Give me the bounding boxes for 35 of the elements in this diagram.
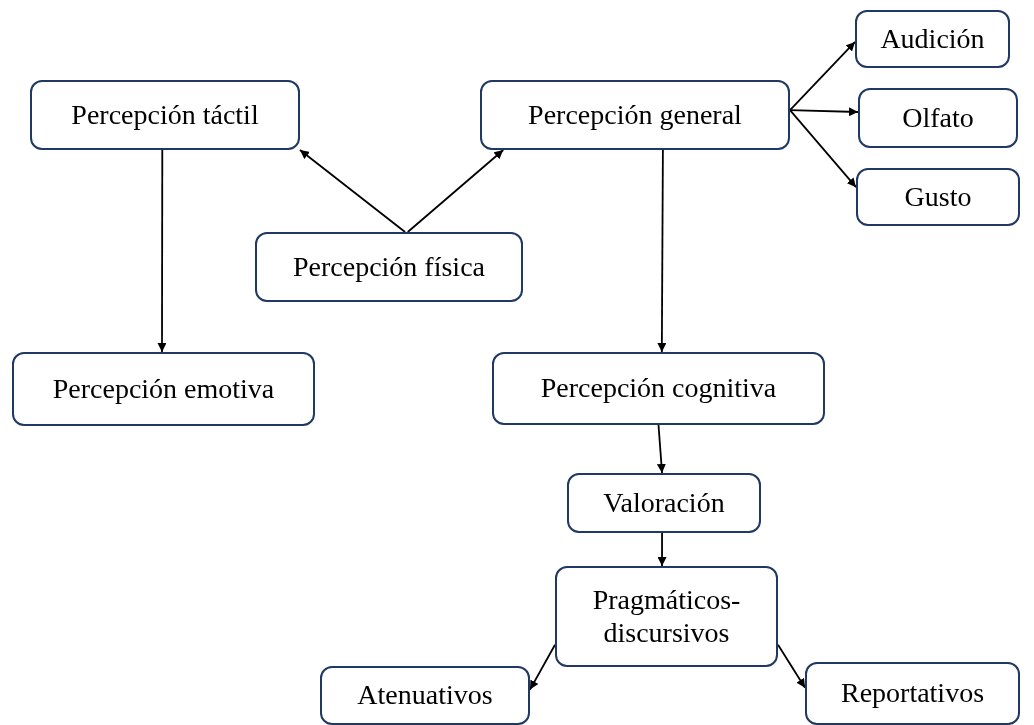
arrow bbox=[789, 107, 859, 117]
arrow bbox=[406, 149, 505, 233]
arrow bbox=[656, 424, 666, 474]
node-label: Gusto bbox=[904, 180, 972, 214]
concept-box bbox=[567, 473, 761, 533]
concept-box bbox=[480, 80, 790, 150]
node-label: Percepción táctil bbox=[71, 98, 259, 132]
concept-box bbox=[320, 666, 530, 725]
node-label: Reportativos bbox=[840, 677, 985, 710]
arrow bbox=[789, 109, 857, 189]
concept-box bbox=[855, 10, 1010, 68]
concept-box bbox=[30, 80, 300, 150]
node-label: Percepción cognitiva bbox=[540, 372, 777, 405]
node-label: Percepción física bbox=[293, 250, 485, 284]
node-label: Valoración bbox=[603, 486, 725, 520]
arrow bbox=[789, 41, 856, 111]
concept-box bbox=[856, 168, 1020, 226]
concept-box bbox=[805, 662, 1020, 725]
arrow bbox=[777, 643, 806, 689]
node-label: Percepción emotiva bbox=[52, 372, 275, 406]
concept-box bbox=[255, 232, 523, 302]
concept-box bbox=[858, 88, 1018, 148]
node-label: Olfato bbox=[902, 101, 974, 135]
arrow bbox=[157, 149, 167, 353]
concept-box bbox=[492, 352, 825, 425]
node-label: Percepción general bbox=[528, 98, 742, 132]
node-label: Audición bbox=[880, 22, 985, 56]
concept-box bbox=[555, 566, 778, 667]
arrow bbox=[529, 643, 556, 691]
arrow bbox=[657, 149, 667, 353]
concept-box bbox=[12, 352, 315, 426]
node-label: Atenuativos bbox=[357, 679, 493, 712]
arrow bbox=[657, 532, 667, 567]
arrow bbox=[299, 149, 406, 233]
node-label: Pragmáticos-discursivos bbox=[591, 584, 742, 649]
